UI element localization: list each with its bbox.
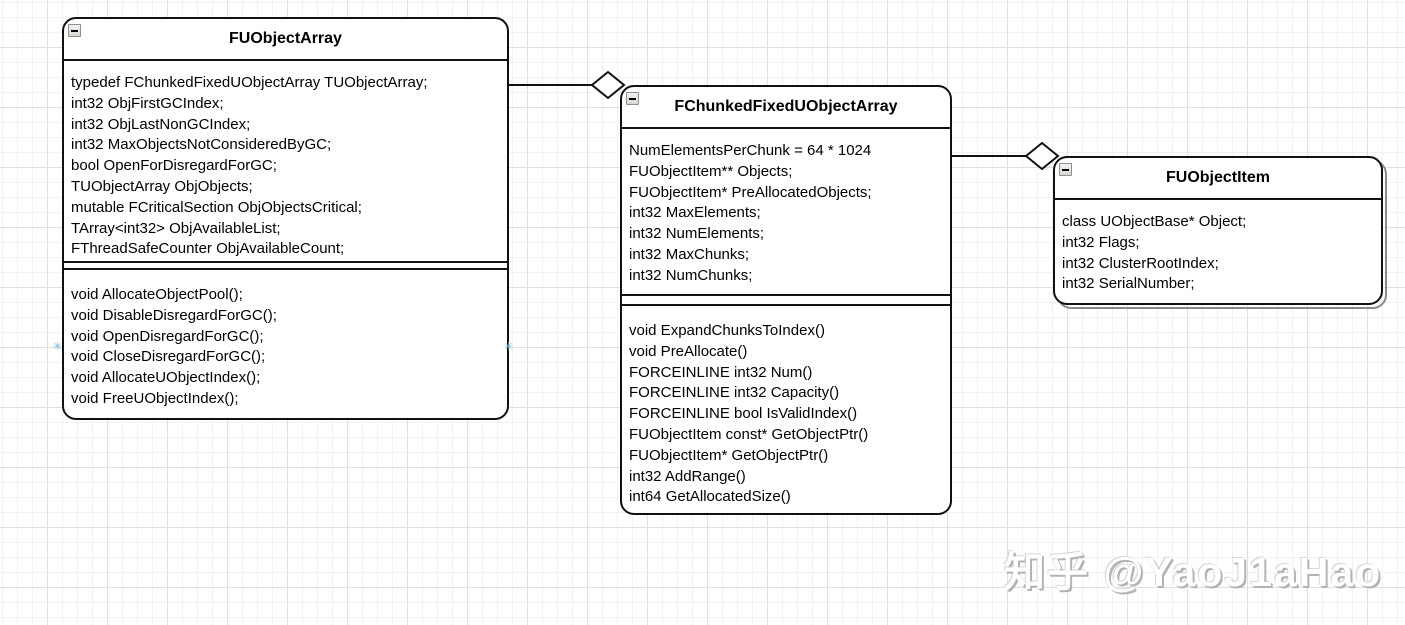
attribute-row: int32 MaxChunks; xyxy=(629,245,750,263)
class-title: FUObjectArray xyxy=(229,30,342,47)
attribute-row: FUObjectItem* PreAllocatedObjects; xyxy=(629,183,872,201)
attribute-row: int32 MaxElements; xyxy=(629,204,761,222)
aggregation-diamond-icon xyxy=(1024,141,1060,171)
attributes-compartment: NumElementsPerChunk = 64 * 1024 FUObject… xyxy=(622,129,950,296)
attribute-row: typedef FChunkedFixedUObjectArray TUObje… xyxy=(71,74,428,91)
collapse-icon[interactable] xyxy=(626,92,639,105)
collapse-icon[interactable] xyxy=(68,24,81,37)
methods-compartment: void ExpandChunksToIndex() void PreAlloc… xyxy=(622,304,950,513)
method-row: void DisableDisregardForGC(); xyxy=(71,306,277,324)
method-row: FORCEINLINE int32 Num() xyxy=(629,363,813,381)
method-row: FORCEINLINE int32 Capacity() xyxy=(629,384,840,402)
attribute-row: FUObjectItem** Objects; xyxy=(629,162,793,180)
attribute-row: TUObjectArray ObjObjects; xyxy=(71,177,253,195)
uml-class-fchunkedfixeduobjectarray[interactable]: FChunkedFixedUObjectArray NumElementsPer… xyxy=(620,85,952,515)
aggregation-diamond-icon xyxy=(590,70,626,100)
method-row: void CloseDisregardForGC(); xyxy=(71,348,266,366)
attribute-row: class UObjectBase* Object; xyxy=(1062,213,1247,230)
method-row: void AllocateObjectPool(); xyxy=(71,286,243,303)
attribute-row: int32 Flags; xyxy=(1062,233,1140,251)
methods-compartment: void AllocateObjectPool(); void DisableD… xyxy=(64,268,507,418)
attribute-row: int32 ClusterRootIndex; xyxy=(1062,254,1219,272)
class-title: FUObjectItem xyxy=(1165,169,1270,186)
uml-class-fuobjectitem[interactable]: FUObjectItem class UObjectBase* Object; … xyxy=(1053,156,1383,305)
aggregation-connector-2[interactable] xyxy=(949,141,1060,171)
collapse-icon[interactable] xyxy=(1059,163,1072,176)
attribute-row: NumElementsPerChunk = 64 * 1024 xyxy=(629,142,872,159)
method-row: void AllocateUObjectIndex(); xyxy=(71,369,261,387)
attribute-row: int32 SerialNumber; xyxy=(1062,275,1195,293)
class-title-bar: FUObjectArray xyxy=(64,19,507,61)
attributes-compartment: class UObjectBase* Object; int32 Flags; … xyxy=(1055,200,1381,303)
attribute-row: int32 ObjFirstGCIndex; xyxy=(71,94,224,112)
attribute-row: int32 NumElements; xyxy=(629,225,765,243)
uml-class-fuobjectarray[interactable]: FUObjectArray typedef FChunkedFixedUObje… xyxy=(62,17,509,420)
compartment-gap xyxy=(622,296,950,304)
method-row: void PreAllocate() xyxy=(629,342,748,360)
method-row: int64 GetAllocatedSize() xyxy=(629,488,791,506)
method-row: int32 AddRange() xyxy=(629,467,746,485)
attribute-row: FThreadSafeCounter ObjAvailableCount; xyxy=(71,240,345,258)
aggregation-connector-1[interactable] xyxy=(506,70,626,100)
method-row: FORCEINLINE bool IsValidIndex() xyxy=(629,405,858,423)
attribute-row: TArray<int32> ObjAvailableList; xyxy=(71,219,281,237)
class-title: FChunkedFixedUObjectArray xyxy=(674,98,898,115)
attribute-row: mutable FCriticalSection ObjObjectsCriti… xyxy=(71,198,362,216)
method-row: void ExpandChunksToIndex() xyxy=(629,322,825,339)
method-row: FUObjectItem* GetObjectPtr() xyxy=(629,446,829,464)
method-row: void OpenDisregardForGC(); xyxy=(71,327,264,345)
attribute-row: int32 ObjLastNonGCIndex; xyxy=(71,115,251,133)
method-row: FUObjectItem const* GetObjectPtr() xyxy=(629,425,869,443)
class-title-bar: FChunkedFixedUObjectArray xyxy=(622,87,950,129)
attribute-row: bool OpenForDisregardForGC; xyxy=(71,157,277,175)
class-title-bar: FUObjectItem xyxy=(1055,158,1381,200)
attributes-compartment: typedef FChunkedFixedUObjectArray TUObje… xyxy=(64,61,507,263)
attribute-row: int32 MaxObjectsNotConsideredByGC; xyxy=(71,136,332,154)
method-row: void FreeUObjectIndex(); xyxy=(71,389,239,407)
attribute-row: int32 NumChunks; xyxy=(629,266,753,284)
